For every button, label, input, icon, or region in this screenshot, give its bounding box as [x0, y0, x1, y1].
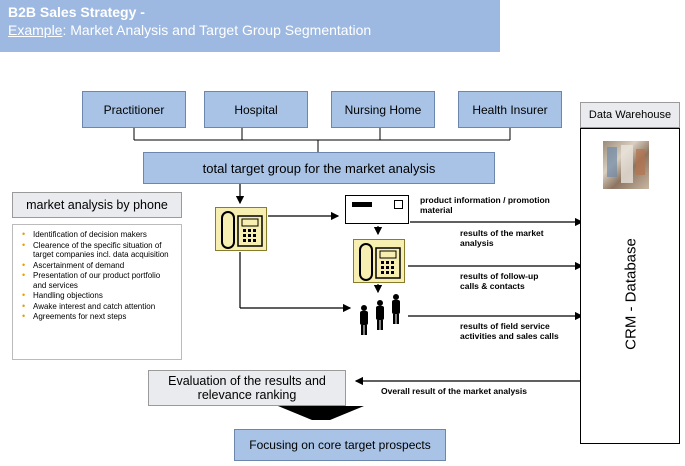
telephone-icon: [353, 239, 405, 283]
list-item: Awake interest and catch attention: [22, 302, 175, 312]
segment-hospital: Hospital: [204, 91, 308, 128]
segment-bracket: [133, 128, 511, 152]
product-info-label: product information / promotion material: [420, 195, 550, 215]
results-followup-label: results of follow-up calls & contacts: [460, 271, 539, 291]
subtitle-example: Example: [8, 22, 63, 38]
page-subtitle: Example: Market Analysis and Target Grou…: [8, 21, 492, 39]
list-item: Clearence of the specific situation of t…: [22, 241, 175, 260]
results-market-label: results of the market analysis: [460, 228, 544, 248]
total-target-box: total target group for the market analys…: [143, 152, 495, 184]
data-warehouse-label: Data Warehouse: [580, 102, 680, 128]
warehouse-photo: [603, 141, 649, 189]
segment-nursing-home: Nursing Home: [331, 91, 435, 128]
market-analysis-phone-box: market analysis by phone: [12, 192, 182, 218]
envelope-icon: [345, 195, 409, 224]
overall-result-label: Overall result of the market analysis: [381, 386, 527, 396]
segment-practitioner: Practitioner: [82, 91, 186, 128]
results-field-label: results of field service activities and …: [460, 321, 559, 341]
list-item: Handling objections: [22, 291, 175, 301]
evaluation-box: Evaluation of the results and relevance …: [148, 370, 346, 406]
segment-health-insurer: Health Insurer: [458, 91, 562, 128]
telephone-icon: [215, 207, 267, 251]
list-item: Presentation of our product portfolio an…: [22, 271, 175, 290]
crm-label: CRM - Database: [622, 238, 640, 350]
activities-list: Identification of decision makers Cleare…: [12, 224, 182, 360]
subtitle-rest: : Market Analysis and Target Group Segme…: [62, 22, 372, 38]
focusing-box: Focusing on core target prospects: [234, 429, 446, 461]
down-triangle: [278, 406, 364, 420]
page-title: B2B Sales Strategy -: [8, 4, 145, 20]
title-banner: B2B Sales Strategy - Example: Market Ana…: [0, 0, 500, 52]
people-icon: [360, 294, 400, 335]
crm-database-panel: CRM - Database: [580, 128, 680, 444]
list-item: Identification of decision makers: [22, 230, 175, 240]
list-item: Agreements for next steps: [22, 312, 175, 322]
list-item: Ascertainment of demand: [22, 261, 175, 271]
